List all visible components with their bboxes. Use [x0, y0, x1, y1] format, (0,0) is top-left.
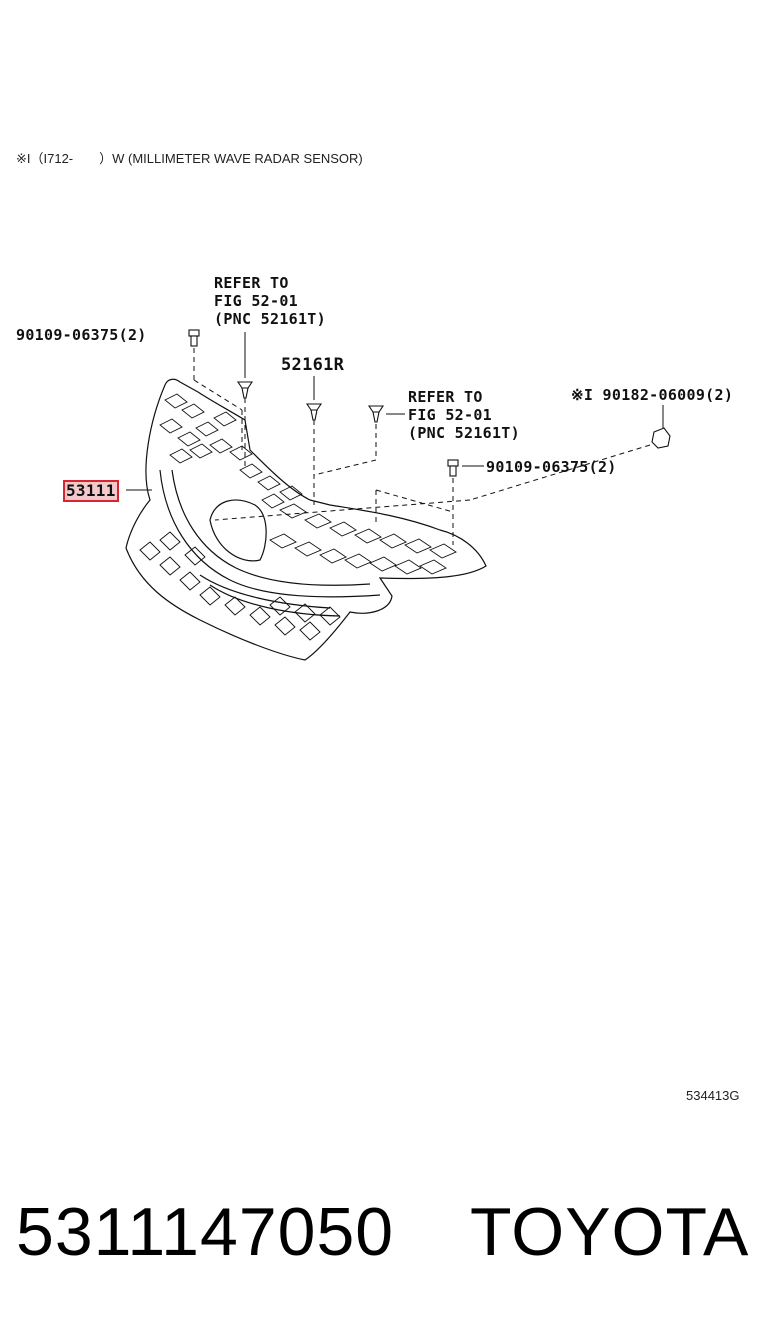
grille-frame-inner	[171, 469, 371, 586]
grille-opening	[209, 499, 267, 562]
refer-right-line-1: REFER TO	[408, 388, 483, 406]
grille-mesh	[139, 393, 457, 641]
grille-outline	[125, 378, 487, 661]
nut-right-label: ※I 90182-06009(2)	[571, 386, 734, 404]
grille-lower-band	[199, 574, 341, 617]
refer-left-line-1: REFER TO	[214, 274, 289, 292]
clip-refer-left-icon	[236, 381, 254, 399]
refer-right-line-3: (PNC 52161T)	[408, 424, 520, 442]
bolt-top-left-label: 90109-06375(2)	[16, 326, 147, 344]
refer-right-line-2: FIG 52-01	[408, 406, 492, 424]
grille-frame	[159, 469, 381, 598]
diagram-note: ※I（I712- ）W (MILLIMETER WAVE RADAR SENSO…	[16, 151, 363, 166]
bolt-mid-right-icon	[447, 459, 459, 477]
clip-52161R-icon	[305, 403, 323, 421]
clip-refer-right-icon	[367, 405, 385, 423]
main-part-callout[interactable]: 53111	[63, 480, 119, 502]
bolt-top-left-icon	[188, 329, 200, 347]
clip-center-label: 52161R	[281, 355, 345, 375]
bolt-mid-right-label: 90109-06375(2)	[486, 458, 617, 476]
refer-left-label: REFER TO FIG 52-01 (PNC 52161T)	[214, 274, 326, 328]
refer-right-label: REFER TO FIG 52-01 (PNC 52161T)	[408, 388, 520, 442]
footer-part-number: 5311147050	[16, 1194, 395, 1270]
footer-brand: TOYOTA	[470, 1194, 750, 1270]
refer-left-line-3: (PNC 52161T)	[214, 310, 326, 328]
figure-code: 534413G	[686, 1088, 740, 1103]
nut-right-icon	[651, 427, 671, 449]
refer-left-line-2: FIG 52-01	[214, 292, 298, 310]
